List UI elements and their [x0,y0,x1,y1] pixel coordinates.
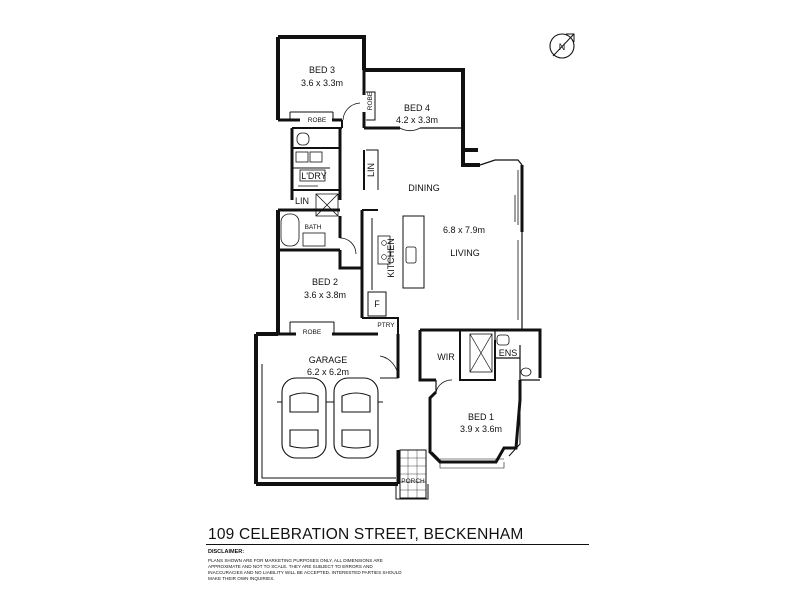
bed1-label: BED 1 [468,412,494,422]
compass-north-label: N [559,42,566,52]
kitchen-walls [360,209,425,334]
bed3-label: BED 3 [309,65,335,75]
bed2-walls [276,250,368,336]
bed1-walls [418,328,542,469]
garage-label: GARAGE [309,355,348,365]
bed3-robe-label: ROBE [308,117,327,124]
bath-label: BATH [305,224,322,231]
bed3-walls [276,35,366,128]
bed1-size: 3.9 x 3.6m [460,424,502,434]
bed3-size: 3.6 x 3.3m [301,78,343,88]
ensuite-label: ENS [499,348,518,358]
living-label: LIVING [450,248,480,258]
porch-walls [399,449,427,499]
disclaimer-text: Plans shown are for marketing purposes o… [208,558,402,581]
dining-label: DINING [408,183,440,193]
disclaimer-title: DISCLAIMER: [208,549,245,555]
pantry-label: PTRY [377,322,395,329]
bed4-label: BED 4 [404,103,430,113]
bed4-walls [342,68,478,152]
bed2-label: BED 2 [312,277,338,287]
kitchen-label: KITCHEN [386,238,396,278]
linen-label-lower: LIN [295,196,309,206]
garage-size: 6.2 x 6.2m [307,367,349,377]
wir-label: WIR [437,352,455,362]
living-size: 6.8 x 7.9m [443,225,485,235]
living-walls [461,150,540,332]
bed4-robe-label: ROBE [367,91,374,110]
porch-label: PORCH [401,478,425,485]
bed2-robe-label: ROBE [303,329,322,336]
car-icon [277,377,383,459]
compass [549,33,575,59]
laundry-label: L'DRY [301,171,327,181]
linen-label-upper: LIN [366,163,376,177]
property-address: 109 CELEBRATION STREET, BECKENHAM [208,526,524,543]
garage-walls [254,332,429,500]
bed4-size: 4.2 x 3.3m [396,115,438,125]
service-walls [276,127,379,255]
bed2-size: 3.6 x 3.8m [304,290,346,300]
fridge-label: F [374,299,380,309]
address-rule [206,544,589,545]
